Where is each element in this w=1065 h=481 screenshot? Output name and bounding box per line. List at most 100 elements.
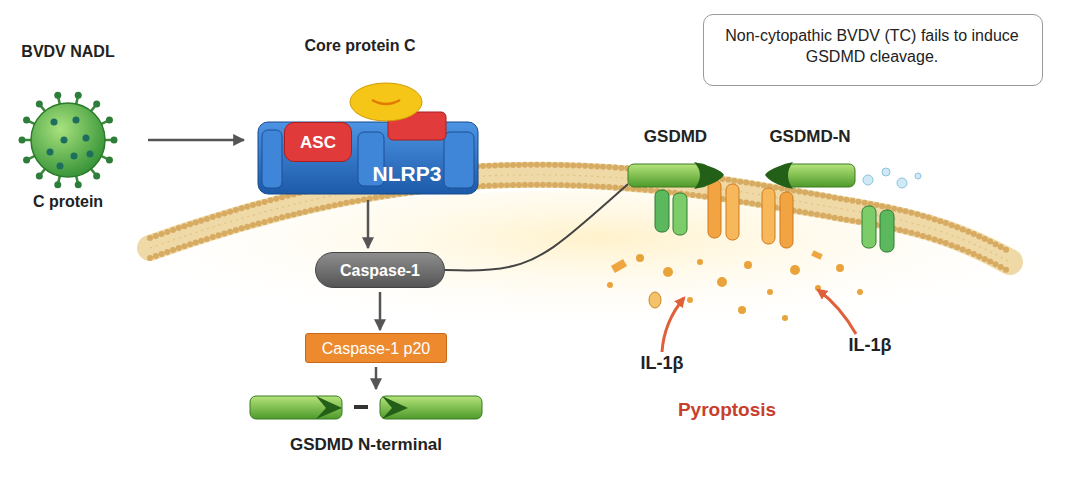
- content-dot: [636, 254, 644, 262]
- content-dot: [738, 306, 746, 314]
- flow-arrow: [148, 139, 244, 142]
- protein-body: [250, 396, 342, 419]
- pore-helix: [762, 188, 775, 244]
- node-label: C protein: [0, 192, 138, 213]
- cleaved-caspase-box: Caspase-1 p20: [305, 333, 447, 363]
- flow-arrow: [367, 200, 370, 248]
- spike-knob: [54, 92, 61, 99]
- envelope-protein: [87, 151, 94, 158]
- spike-knob: [106, 156, 113, 163]
- released-bubbles: [863, 168, 921, 188]
- spike-knob: [93, 101, 100, 108]
- core-protein-c: [350, 83, 422, 121]
- spike-knob: [111, 137, 118, 144]
- spike-knob: [36, 172, 43, 179]
- node-label: BVDV NADL: [0, 42, 138, 63]
- content-dot: [836, 264, 844, 272]
- bubble: [882, 168, 890, 176]
- nlrp3-domain: [262, 130, 282, 188]
- pore-helix: [708, 180, 721, 238]
- spike-knob: [106, 117, 113, 124]
- virus-particle: BVDV NADLC protein: [20, 92, 116, 188]
- node-label: Non-cytopathic BVDV (TC) fails to induce…: [716, 26, 1028, 68]
- node-label: Core protein C: [270, 36, 450, 57]
- envelope-protein: [71, 153, 78, 160]
- gsdmd-protein-shape: [628, 160, 723, 190]
- gsdmd-fragments-shape: [250, 392, 482, 424]
- release-arrow: [662, 298, 684, 352]
- node-label: GSDMD-N: [750, 126, 870, 148]
- released-contents: [607, 250, 863, 321]
- spike-knob: [19, 137, 26, 144]
- node-label: GSDMD N-terminal: [240, 434, 492, 456]
- content-vesicle: [649, 292, 661, 308]
- membrane-channel: [655, 190, 669, 232]
- envelope-protein: [83, 135, 90, 142]
- content-dot: [663, 267, 673, 277]
- envelope-protein: [51, 119, 58, 126]
- lipid-heads: [150, 185, 1010, 272]
- node-label: GSDMD: [618, 126, 733, 148]
- protein-tip: [765, 162, 793, 189]
- envelope-protein: [47, 149, 54, 156]
- node-label: Caspase-1 p20: [306, 339, 446, 360]
- note-box: Non-cytopathic BVDV (TC) fails to induce…: [703, 14, 1043, 86]
- caspase-pill: Caspase-1: [315, 252, 445, 288]
- cleavage-wedge: [316, 396, 342, 419]
- spike-knob: [75, 92, 82, 99]
- release-arrow: [818, 290, 856, 334]
- content-dot: [767, 289, 773, 295]
- gsdmd-n-protein-shape: [765, 160, 855, 190]
- membrane-channel: [862, 206, 876, 248]
- spike-knob: [36, 101, 43, 108]
- spike-knob: [23, 156, 30, 163]
- node-label: Caspase-1: [316, 261, 444, 282]
- membrane-channel: [880, 210, 894, 252]
- bubble: [915, 173, 921, 179]
- content-dot: [607, 282, 613, 288]
- envelope-protein: [57, 163, 64, 170]
- flow-arrow: [375, 367, 378, 389]
- node-label: ASC: [285, 132, 351, 154]
- node-label: NLRP3: [352, 160, 462, 187]
- protein-body: [380, 396, 482, 419]
- content-fragment: [811, 250, 823, 260]
- cleavage-dash: [354, 405, 368, 409]
- virus-particle-shape: [20, 92, 116, 188]
- gsdmd-fragments: GSDMD N-terminal: [250, 392, 482, 424]
- membrane-channel: [673, 193, 687, 235]
- outcome-label: Pyroptosis: [657, 398, 797, 423]
- envelope-protein: [73, 117, 80, 124]
- bubble: [897, 178, 907, 188]
- bubble: [863, 175, 873, 185]
- cleavage-wedge: [382, 396, 408, 419]
- pore-helix: [726, 184, 739, 240]
- gsdmd-pore: [655, 180, 894, 252]
- protein-tip: [694, 162, 724, 189]
- asc-adaptor: ASC: [284, 122, 352, 162]
- nlrp3-domain: [444, 132, 474, 188]
- content-fragment: [611, 259, 627, 273]
- content-dot: [717, 277, 727, 287]
- content-dot: [744, 261, 752, 269]
- spike-knob: [93, 172, 100, 179]
- spike-knob: [23, 117, 30, 124]
- activation-line: [445, 184, 628, 271]
- content-dot: [782, 315, 788, 321]
- spike-knob: [75, 181, 82, 188]
- content-dot: [687, 297, 693, 303]
- gsdmd-protein: GSDMD: [628, 160, 723, 190]
- core-protein-mark: [372, 100, 400, 104]
- content-dot: [790, 265, 800, 275]
- pore-helix: [780, 192, 793, 248]
- spike-knob: [54, 181, 61, 188]
- protein-body: [628, 164, 708, 187]
- virus-envelope: [31, 103, 105, 177]
- content-dot: [857, 289, 863, 295]
- protein-body: [781, 164, 855, 187]
- flow-arrow: [379, 292, 382, 330]
- inflammasome-complex: Core protein CNLRP3ASC: [258, 110, 478, 194]
- envelope-protein: [61, 137, 68, 144]
- gsdmd-n-protein: GSDMD-N: [765, 160, 855, 190]
- cytokine-label: IL-1β: [834, 334, 906, 357]
